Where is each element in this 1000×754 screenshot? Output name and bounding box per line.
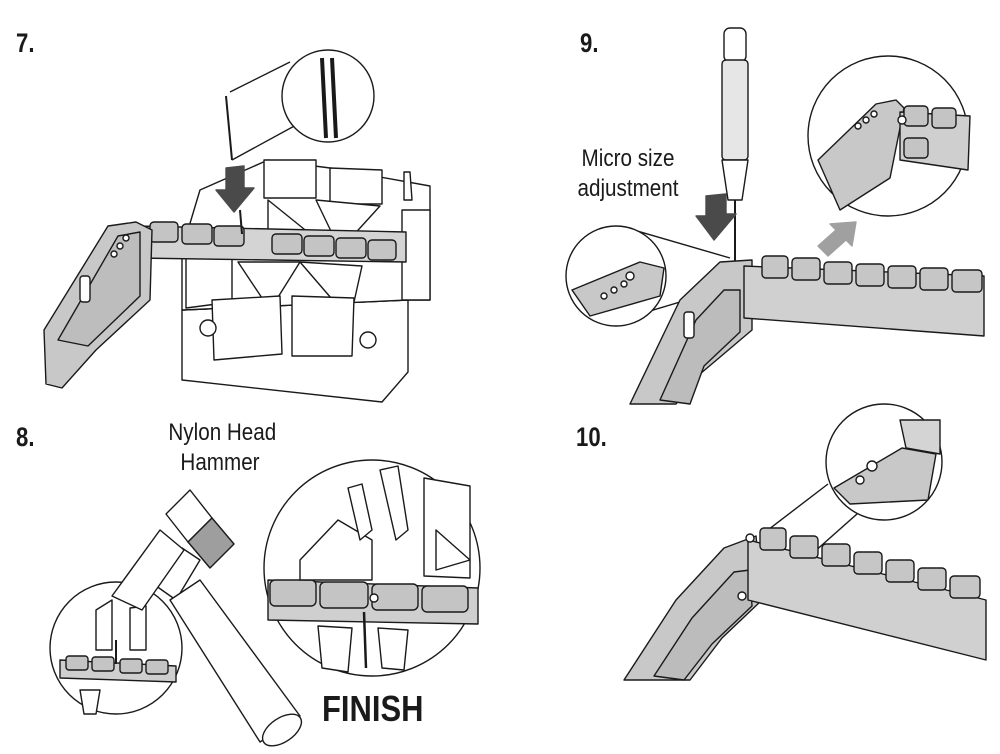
finished-band-zoom-circle [263,459,481,677]
pin-zoom-circle [229,49,375,161]
step-7-number: 7. [16,28,35,58]
watch-band-step-9 [629,255,985,405]
micro-adjust-caption: Micro size adjustment [575,144,682,204]
hammer-caption-line-1: Nylon Head [168,419,277,446]
finish-label: FINISH [322,688,424,729]
watch-clasp [43,221,153,389]
pin-icon [225,95,233,161]
direction-arrow-icon [817,221,857,257]
watch-band-links [135,209,407,263]
press-arrow-icon [215,165,255,213]
screw-press-arrow-icon [695,193,737,241]
micro-adjust-zoom-circle [565,225,731,327]
watch-band-step-10 [623,527,987,681]
hammer-caption-line-2: Hammer [180,449,260,476]
step-10-number: 10. [576,422,607,452]
screwdriver-icon [721,27,749,262]
clasp-detail-zoom-circle [807,55,971,217]
hammer-strike-zoom-circle [49,581,183,715]
step-8-number: 8. [16,422,35,452]
nylon-head-hammer-icon [111,489,303,747]
micro-adjust-caption-line-1: Micro size [581,145,675,172]
screw-detail-zoom-circle [825,403,943,521]
step-9-number: 9. [580,28,599,58]
hammer-caption: Nylon Head Hammer [168,418,277,478]
micro-adjust-caption-line-2: adjustment [577,175,679,202]
